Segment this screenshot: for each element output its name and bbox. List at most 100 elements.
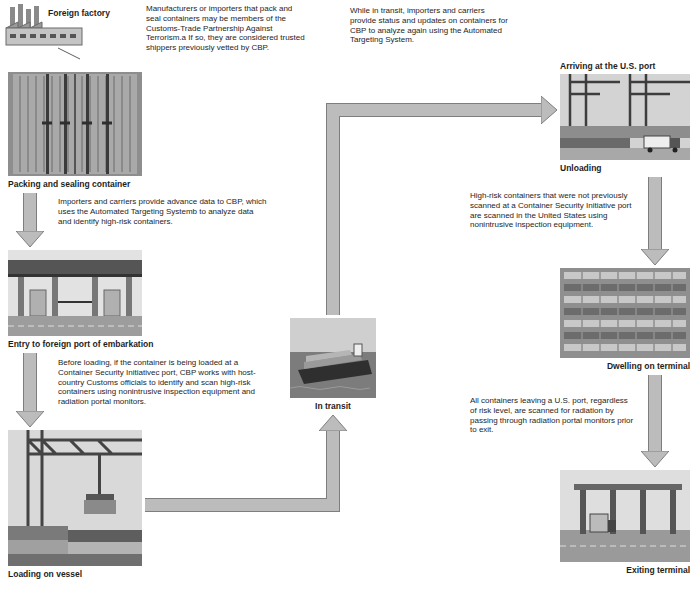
portal-monitor: [580, 490, 586, 534]
stage-caption: Dwelling on terminal: [560, 361, 690, 372]
flow-arrow: [655, 375, 656, 451]
door-seam: [74, 74, 76, 174]
portal-canopy: [574, 484, 682, 490]
note-text: Manufacturers or importers that pack and…: [146, 4, 306, 53]
truck-cab: [670, 138, 680, 148]
photo-frame: [290, 318, 376, 398]
arrow-body: [24, 193, 36, 231]
photo-frame: [560, 74, 690, 160]
ship-photo: [290, 318, 376, 398]
stage-caption: Packing and sealing container: [8, 179, 142, 190]
truck-trailer: [644, 136, 670, 148]
arrow-outline: [23, 353, 37, 411]
chimney: [18, 4, 23, 29]
container-photo: [8, 72, 142, 176]
truck-cab: [608, 520, 616, 532]
truck-trailer: [590, 514, 608, 532]
port-gate-photo: [8, 250, 142, 336]
arrow-body: [649, 177, 661, 249]
step-note: While in transit, importers and carriers…: [350, 6, 510, 45]
hanging-container: [84, 500, 116, 514]
stage-caption: Unloading: [560, 163, 690, 174]
door-handles: [42, 122, 112, 125]
gate-pillar: [18, 277, 24, 317]
step-note: Importers and carriers provide advance d…: [58, 197, 268, 226]
crane-cable: [98, 454, 101, 494]
arrow-outline: [145, 431, 333, 505]
photo-frame: [8, 72, 142, 176]
quay: [560, 148, 690, 160]
sea: [290, 352, 376, 398]
spreader: [86, 494, 114, 500]
deck-containers: [306, 350, 352, 362]
container-stack: [68, 530, 142, 542]
yard-ground: [560, 268, 690, 358]
stage-box: Arriving at the U.S. portUnloading: [560, 60, 690, 174]
container-stack: [68, 542, 142, 554]
arrow-outline: [648, 177, 662, 249]
flow-arrow: [655, 177, 656, 249]
stage-box: In transit: [290, 318, 376, 412]
wheel: [673, 148, 678, 153]
container-stack: [8, 540, 68, 554]
gate-pillar: [52, 277, 58, 317]
loading-photo: [8, 430, 142, 566]
stage-box: Exiting terminal: [560, 470, 690, 576]
road: [8, 316, 142, 336]
photo-frame: [8, 250, 142, 336]
unloading-photo: [560, 74, 690, 160]
arrow-outline: [648, 375, 662, 451]
container-gaps: [582, 268, 672, 358]
arrow-body: [649, 375, 661, 451]
photo-sky: [290, 318, 376, 398]
lane-mark: [8, 326, 142, 327]
quay: [8, 554, 142, 566]
factory-building: [6, 28, 82, 45]
arrow-outline: [23, 193, 37, 231]
photo-sky: [8, 250, 142, 336]
step-note: All containers leaving a U.S. port, rega…: [470, 396, 635, 435]
arrow-body: [145, 431, 333, 505]
portal-monitor: [670, 490, 676, 534]
exit-gate-photo: [560, 470, 690, 562]
stage-caption: Entry to foreign port of embarkation: [8, 339, 153, 350]
gate-canopy: [8, 260, 142, 274]
stage-caption: Loading on vessel: [8, 569, 142, 580]
terminal-yard-photo: [560, 268, 690, 358]
flow-arrow: [145, 431, 333, 505]
stage-heading: Arriving at the U.S. port: [560, 60, 690, 72]
gate-pillar: [92, 277, 98, 317]
photo-frame: [560, 268, 690, 358]
waves: [290, 387, 370, 390]
stage-box: Packing and sealing container: [8, 72, 142, 190]
factory-windows: [10, 34, 76, 38]
canopy-edge: [8, 274, 142, 277]
gate-booth: [104, 290, 120, 316]
container-doors: [13, 74, 137, 174]
gate-barrier: [58, 301, 92, 303]
arrow-body: [24, 353, 36, 411]
photo-sky: [560, 74, 690, 160]
container-row: [560, 138, 630, 148]
photo-ground: [8, 72, 142, 176]
stage-caption: In transit: [290, 401, 376, 412]
stage-box: Entry to foreign port of embarkation: [8, 250, 153, 350]
step-note: High-risk containers that were not previ…: [470, 191, 635, 230]
gate-pillar: [126, 277, 132, 317]
photo-frame: [560, 470, 690, 562]
photo-frame: [8, 430, 142, 566]
factory-roof: [6, 22, 42, 28]
photo-sky: [8, 430, 142, 566]
portal-monitor: [640, 490, 646, 534]
photo-sky: [560, 470, 690, 562]
container-stack: [8, 526, 68, 540]
stage-box: Dwelling on terminal: [560, 268, 690, 372]
stage-caption: Exiting terminal: [560, 565, 690, 576]
wheel: [648, 148, 653, 153]
flow-arrow: [30, 353, 31, 411]
ship-bridge: [354, 344, 362, 356]
gate-booth: [30, 290, 46, 316]
road: [560, 530, 690, 562]
